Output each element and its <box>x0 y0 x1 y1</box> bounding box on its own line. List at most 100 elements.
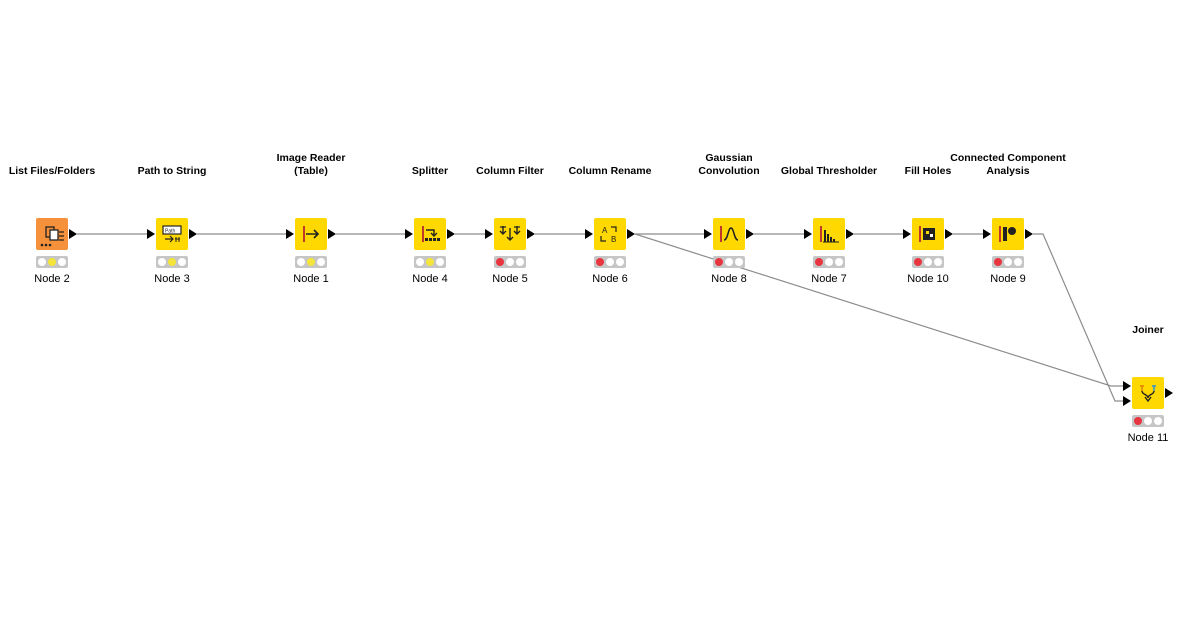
status-light-red <box>496 258 504 266</box>
svg-text:Path: Path <box>165 229 176 235</box>
node-label: Node 1 <box>293 273 329 285</box>
status-light-off <box>835 258 843 266</box>
input-port[interactable] <box>147 229 155 239</box>
output-port[interactable] <box>527 229 535 239</box>
output-port[interactable] <box>746 229 754 239</box>
node-label: Node 4 <box>412 273 448 285</box>
status-light-off <box>606 258 614 266</box>
status-light-red <box>994 258 1002 266</box>
svg-text:A: A <box>602 226 608 235</box>
list-files-icon[interactable] <box>36 218 68 250</box>
gaussian-convolution-icon[interactable] <box>713 218 745 250</box>
status-light-off <box>1154 417 1162 425</box>
input-port[interactable] <box>983 229 991 239</box>
status-light-yellow <box>426 258 434 266</box>
node-title: Column Filter <box>476 165 544 177</box>
input-port[interactable] <box>405 229 413 239</box>
input-port[interactable] <box>804 229 812 239</box>
output-port[interactable] <box>627 229 635 239</box>
node-title: Joiner <box>1132 324 1164 336</box>
status-light-red <box>596 258 604 266</box>
status-light-off <box>1014 258 1022 266</box>
status-light-red <box>914 258 922 266</box>
status-light-off <box>616 258 624 266</box>
status-light-off <box>158 258 166 266</box>
input-port[interactable] <box>286 229 294 239</box>
node-title: Gaussian Convolution <box>698 152 760 177</box>
status-light-off <box>58 258 66 266</box>
splitter-icon[interactable] <box>414 218 446 250</box>
input-port-top[interactable] <box>1123 381 1131 391</box>
node-status-indicator <box>912 256 944 268</box>
node-title: Column Rename <box>568 165 652 177</box>
output-port[interactable] <box>69 229 77 239</box>
joiner-icon[interactable] <box>1132 377 1164 409</box>
status-light-off <box>317 258 325 266</box>
node-title: Connected Component Analysis <box>950 152 1066 177</box>
node-title: Fill Holes <box>904 165 952 177</box>
status-light-off <box>516 258 524 266</box>
status-light-yellow <box>307 258 315 266</box>
output-port[interactable] <box>945 229 953 239</box>
node-label: Node 3 <box>154 273 190 285</box>
node-status-indicator <box>1132 415 1164 427</box>
node-label: Node 9 <box>990 273 1026 285</box>
status-light-off <box>825 258 833 266</box>
status-light-off <box>735 258 743 266</box>
node-status-indicator <box>992 256 1024 268</box>
input-port[interactable] <box>585 229 593 239</box>
node-title: List Files/Folders <box>8 165 96 177</box>
status-light-red <box>715 258 723 266</box>
status-light-off <box>506 258 514 266</box>
node-label: Node 11 <box>1127 432 1169 444</box>
status-light-off <box>38 258 46 266</box>
output-port[interactable] <box>189 229 197 239</box>
input-port-bottom[interactable] <box>1123 396 1131 406</box>
status-light-off <box>1144 417 1152 425</box>
path-to-string-icon[interactable]: Path <box>156 218 188 250</box>
column-filter-icon[interactable] <box>494 218 526 250</box>
svg-text:B: B <box>611 235 616 244</box>
node-status-indicator <box>813 256 845 268</box>
input-port[interactable] <box>704 229 712 239</box>
node-status-indicator <box>594 256 626 268</box>
connection-n6-n11[interactable] <box>634 233 1123 387</box>
output-port[interactable] <box>447 229 455 239</box>
output-port[interactable] <box>846 229 854 239</box>
node-label: Node 10 <box>907 273 949 285</box>
node-status-indicator <box>36 256 68 268</box>
node-label: Node 2 <box>34 273 70 285</box>
node-title: Path to String <box>137 165 207 177</box>
node-label: Node 8 <box>711 273 747 285</box>
input-port[interactable] <box>903 229 911 239</box>
status-light-yellow <box>48 258 56 266</box>
input-port[interactable] <box>485 229 493 239</box>
output-port[interactable] <box>328 229 336 239</box>
status-light-off <box>178 258 186 266</box>
node-title: Splitter <box>411 165 449 177</box>
connected-component-icon[interactable] <box>992 218 1024 250</box>
connection-n9-n11[interactable] <box>1033 233 1123 402</box>
status-light-off <box>1004 258 1012 266</box>
fill-holes-icon[interactable] <box>912 218 944 250</box>
connections-layer <box>77 233 1123 402</box>
status-light-red <box>1134 417 1142 425</box>
output-port[interactable] <box>1165 388 1173 398</box>
global-thresholder-icon[interactable] <box>813 218 845 250</box>
status-light-red <box>815 258 823 266</box>
status-light-off <box>297 258 305 266</box>
output-port[interactable] <box>1025 229 1033 239</box>
node-status-indicator <box>295 256 327 268</box>
node-status-indicator <box>494 256 526 268</box>
image-reader-icon[interactable] <box>295 218 327 250</box>
status-light-off <box>436 258 444 266</box>
node-title: Image Reader (Table) <box>276 152 346 177</box>
status-light-yellow <box>168 258 176 266</box>
status-light-off <box>725 258 733 266</box>
node-status-indicator <box>713 256 745 268</box>
node-title: Global Thresholder <box>780 165 878 177</box>
status-light-off <box>934 258 942 266</box>
node-status-indicator <box>414 256 446 268</box>
